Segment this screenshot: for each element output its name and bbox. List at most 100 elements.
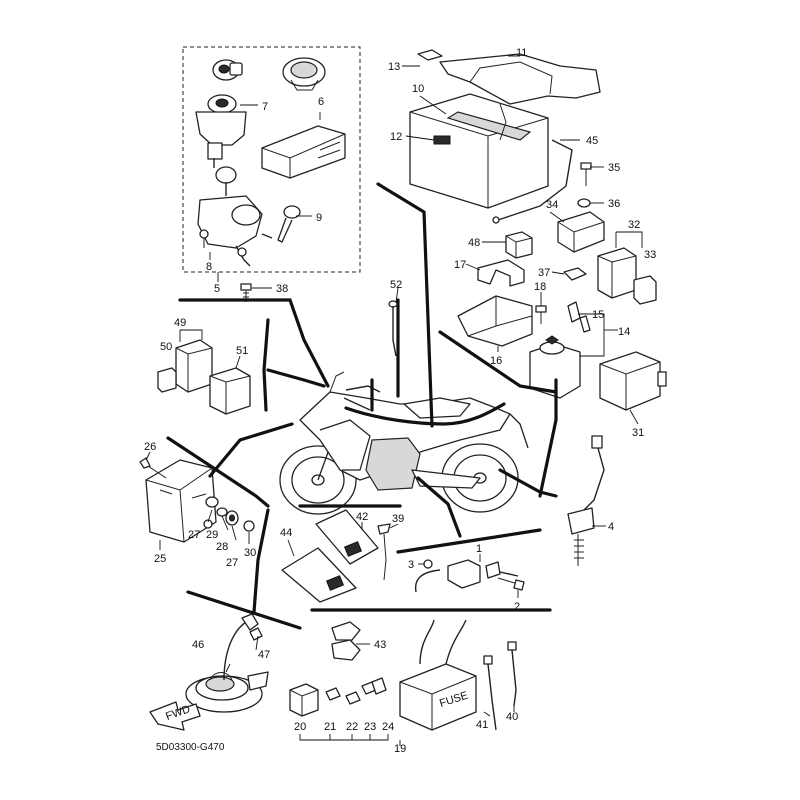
- callout-13: 13: [388, 61, 400, 73]
- callout-22: 22: [346, 721, 358, 733]
- callout-20: 20: [294, 721, 306, 733]
- ignition-kit-group-box: [182, 46, 361, 273]
- callout-45: 45: [586, 135, 598, 147]
- callout-42: 42: [356, 511, 368, 523]
- callout-49: 49: [174, 317, 186, 329]
- callout-33: 33: [644, 249, 656, 261]
- battery-cover: [439, 53, 601, 105]
- callout-28: 28: [216, 541, 228, 553]
- bolt-26: [139, 457, 167, 479]
- fuse-holder-48: [505, 231, 533, 259]
- ignition-switch: [195, 94, 247, 168]
- relay-50: [157, 339, 213, 393]
- callout-6: 6: [318, 96, 324, 108]
- ecu-unit: [261, 125, 346, 179]
- callout-32: 32: [628, 219, 640, 231]
- callout-26: 26: [144, 441, 156, 453]
- label-44: [281, 547, 357, 603]
- bolt-8: [199, 229, 209, 248]
- callout-lines: [145, 55, 643, 717]
- callout-7: 7: [262, 101, 268, 113]
- sensor-1: [414, 559, 519, 593]
- unit-31: [599, 351, 667, 411]
- screw-35: [580, 162, 592, 186]
- callout-44: 44: [280, 527, 292, 539]
- callout-16: 16: [490, 355, 502, 367]
- bolt-3: [423, 559, 433, 569]
- callout-5: 5: [214, 283, 220, 295]
- callout-23: 23: [364, 721, 376, 733]
- callout-47: 47: [258, 649, 270, 661]
- harness-line: [344, 402, 506, 426]
- bolt-2: [497, 577, 525, 591]
- collar-36: [577, 198, 591, 208]
- callout-38: 38: [276, 283, 288, 295]
- callout-21: 21: [324, 721, 336, 733]
- fuel-tank-cap: [282, 57, 326, 91]
- callout-10: 10: [412, 83, 424, 95]
- callout-51: 51: [236, 345, 248, 357]
- horn-wire-47: [223, 613, 263, 681]
- callout-27a: 27: [188, 529, 200, 541]
- fwd-arrow: FWD: [149, 701, 201, 731]
- main-switch-assy: [197, 166, 273, 267]
- callout-35: 35: [608, 162, 620, 174]
- seat-lock: [212, 59, 243, 81]
- callout-52: 52: [390, 279, 402, 291]
- callout-41: 41: [476, 719, 488, 731]
- callout-8: 8: [206, 261, 212, 273]
- callout-31: 31: [632, 427, 644, 439]
- horn-46: [185, 671, 269, 713]
- callout-48: 48: [468, 237, 480, 249]
- callout-39: 39: [392, 513, 404, 525]
- relay-51: [209, 367, 251, 415]
- key: [277, 205, 301, 243]
- callout-24: 24: [382, 721, 394, 733]
- callout-34: 34: [546, 199, 558, 211]
- grommets-27-30: [203, 496, 255, 532]
- callout-3: 3: [408, 559, 414, 571]
- callout-37: 37: [538, 267, 550, 279]
- rubber-holder-17: [477, 259, 525, 287]
- coupler-24: [371, 677, 387, 695]
- callout-labels: 1 2 3 4 5 6 7 8 9 10 11 12 13 14 15 16 1…: [144, 47, 656, 755]
- cable-tie-41: [483, 655, 497, 731]
- coupler-20: [289, 683, 319, 717]
- callout-9: 9: [316, 212, 322, 224]
- callout-43: 43: [374, 639, 386, 651]
- starter-relay-bracket: [557, 211, 605, 253]
- ecu-25: [145, 459, 217, 543]
- motorcycle: [279, 371, 529, 515]
- fuse-box: FUSE: [399, 619, 477, 731]
- callout-40: 40: [506, 711, 518, 723]
- starter-relay-14: [529, 301, 591, 399]
- callout-1: 1: [476, 543, 482, 555]
- coupler-21: [325, 687, 341, 701]
- leader-lines: [166, 182, 558, 630]
- clamp-52: [388, 300, 398, 357]
- callout-25: 25: [154, 553, 166, 565]
- diagram-code: 5D03300-G470: [156, 742, 225, 753]
- callout-14: 14: [618, 326, 630, 338]
- callout-12: 12: [390, 131, 402, 143]
- callout-29: 29: [206, 529, 218, 541]
- battery: [409, 93, 549, 209]
- callout-11: 11: [516, 47, 527, 59]
- bolt-18: [535, 305, 547, 324]
- callout-15: 15: [592, 309, 604, 321]
- battery-lead: [492, 139, 573, 224]
- callout-19: 19: [394, 743, 406, 755]
- callout-17: 17: [454, 259, 466, 271]
- callout-46: 46: [192, 639, 204, 651]
- starter-relay-cover-16: [457, 295, 533, 347]
- label-42: [315, 509, 379, 565]
- battery-pad: [417, 49, 443, 61]
- bracket-19: [299, 734, 401, 746]
- callout-2: 2: [514, 601, 520, 613]
- callout-30: 30: [244, 547, 256, 559]
- callout-50: 50: [160, 341, 172, 353]
- coupler-43: [331, 621, 361, 661]
- holder-37: [563, 267, 587, 281]
- coupler-22: [345, 691, 361, 705]
